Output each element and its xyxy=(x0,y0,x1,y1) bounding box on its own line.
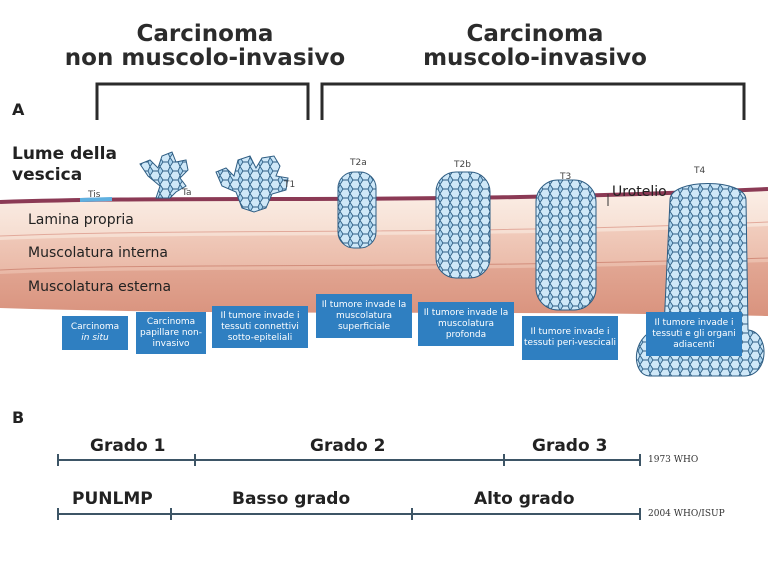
stage-label-ta: Ta xyxy=(182,188,192,198)
who-2004-label: 2004 WHO/ISUP xyxy=(648,509,725,519)
lumen-label: Lume della vescica xyxy=(12,144,117,185)
box-t1-description: Il tumore invade i tessuti connettivi so… xyxy=(212,306,308,348)
bladder-wall-diagram xyxy=(0,82,768,377)
bracket-invasive xyxy=(320,82,746,120)
header-muscle-invasive: Carcinoma muscolo-invasivo xyxy=(423,21,647,71)
outer-muscle-label: Muscolatura esterna xyxy=(28,279,172,295)
grade-3-label: Grado 3 xyxy=(532,436,608,456)
box-papillary-non-invasive: Carcinoma papillare non-invasivo xyxy=(136,312,206,354)
grade-1-label: Grado 1 xyxy=(90,436,166,456)
box-t2b-description: Il tumore invade la muscolatura profonda xyxy=(418,302,514,346)
t2a-tumor xyxy=(337,171,377,249)
stage-label-t3: T3 xyxy=(560,172,572,182)
urothelium-label: Urotelio xyxy=(612,184,667,200)
tis-segment xyxy=(79,197,113,202)
t3-tumor xyxy=(535,179,597,311)
header-non-muscle-invasive: Carcinoma non muscolo-invasivo xyxy=(64,21,346,71)
who-1973-label: 1973 WHO xyxy=(648,455,699,465)
inner-muscle-label: Muscolatura interna xyxy=(28,245,168,261)
stage-label-t4: T4 xyxy=(694,166,706,176)
box-cis-line2: in situ xyxy=(81,333,109,343)
stage-label-t2b: T2b xyxy=(454,160,471,170)
panel-a-label: A xyxy=(12,100,25,119)
ta-tumor xyxy=(139,151,189,199)
stage-label-t1: T1 xyxy=(284,180,296,190)
t1-tumor xyxy=(215,155,289,213)
t2b-tumor xyxy=(435,171,491,279)
grade-2-label: Grado 2 xyxy=(310,436,386,456)
high-grade-label: Alto grado xyxy=(474,489,575,509)
grading-timelines xyxy=(57,454,641,520)
panel-b-label: B xyxy=(12,408,25,427)
stage-label-t2a: T2a xyxy=(350,158,367,168)
lamina-propria-label: Lamina propria xyxy=(28,212,134,228)
stage-label-tis: Tis xyxy=(88,190,101,200)
box-t4-description: Il tumore invade i tessuti e gli organi … xyxy=(646,312,742,356)
box-t2a-description: Il tumore invade la muscolatura superfic… xyxy=(316,294,412,338)
box-carcinoma-in-situ: Carcinoma in situ xyxy=(62,316,128,350)
box-cis-line1: Carcinoma xyxy=(70,322,120,332)
box-t3-description: Il tumore invade i tessuti peri-vescical… xyxy=(522,316,618,360)
bracket-non-invasive xyxy=(95,82,310,120)
low-grade-label: Basso grado xyxy=(232,489,351,509)
punlmp-label: PUNLMP xyxy=(72,489,153,509)
